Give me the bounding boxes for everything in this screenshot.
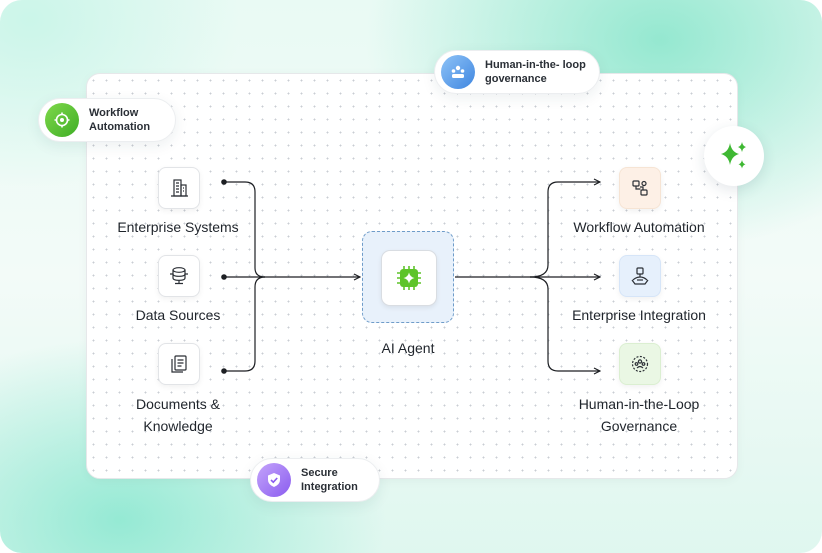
ai-agent-label: AI Agent (381, 340, 435, 356)
enterprise-systems-label: Enterprise Systems (117, 219, 239, 235)
workflow-automation-node[interactable] (619, 167, 661, 209)
secure-integration-badge: Secure Integration (250, 458, 380, 502)
governance-badge: Human-in-the- loop governance (434, 50, 600, 94)
team-gear-icon (631, 355, 649, 373)
wire-documents (224, 276, 266, 372)
workflow-badge-text: Workflow Automation (89, 107, 151, 133)
wire-enterprise-systems (224, 181, 266, 278)
ai-agent-node[interactable] (362, 231, 454, 323)
database-icon (170, 267, 188, 285)
secure-badge-text: Secure Integration (301, 467, 358, 493)
wire-dot (221, 274, 227, 280)
governance-badge-circle (441, 55, 475, 89)
governance-node[interactable] (619, 343, 661, 385)
wire-governance (529, 276, 600, 371)
sparkle-icon (721, 142, 746, 169)
secure-badge-circle (257, 463, 291, 497)
documents-knowledge-label: Documents & Knowledge (135, 396, 221, 434)
enterprise-integration-label: Enterprise Integration (572, 307, 706, 323)
data-sources-node[interactable] (158, 255, 200, 297)
wire-dot (221, 179, 227, 185)
integration-icon (631, 267, 649, 285)
team-icon (451, 65, 465, 78)
documents-icon (171, 355, 187, 373)
documents-node[interactable] (158, 343, 200, 385)
workflow-icon (632, 180, 648, 196)
wire-dot (221, 368, 227, 374)
shield-check-icon (268, 473, 280, 487)
ai-chip-icon (397, 266, 421, 290)
sparkle-badge (704, 126, 764, 186)
workflow-automation-label: Workflow Automation (573, 219, 705, 235)
data-sources-label: Data Sources (135, 307, 221, 323)
wire-workflow (529, 182, 600, 278)
building-icon (171, 179, 188, 197)
governance-label: Human-in-the-Loop Governance (578, 396, 700, 434)
governance-badge-text: Human-in-the- loop governance (485, 59, 586, 85)
enterprise-systems-node[interactable] (158, 167, 200, 209)
workflow-badge-circle (45, 103, 79, 137)
ai-agent-tile (381, 250, 437, 306)
enterprise-integration-node[interactable] (619, 255, 661, 297)
gear-icon (54, 112, 70, 128)
workflow-automation-badge: Workflow Automation (38, 98, 176, 142)
